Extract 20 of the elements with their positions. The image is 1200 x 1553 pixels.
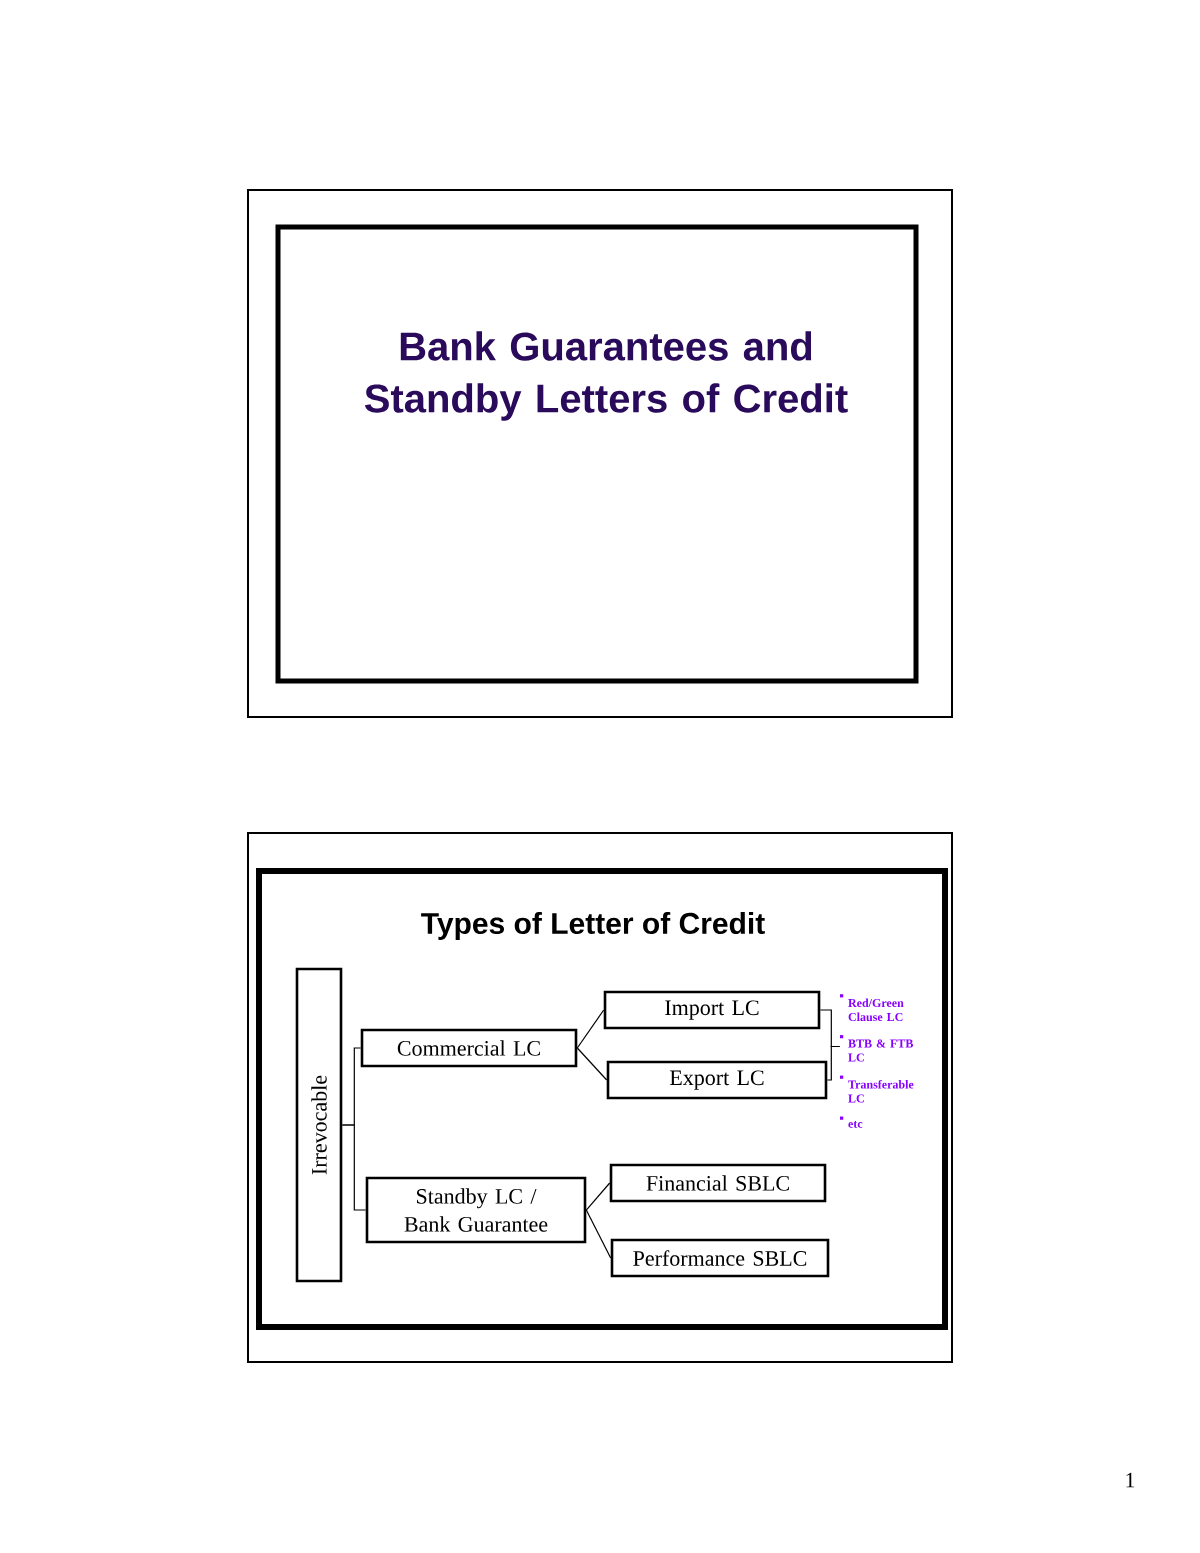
slide-title: Types of Letter of Credit xyxy=(421,912,765,940)
category-box: Export LC xyxy=(606,1060,828,1100)
bullet-item: etc xyxy=(840,1116,863,1128)
category-box: Commercial LC xyxy=(360,1028,578,1068)
connector-line xyxy=(576,1009,605,1049)
vertical-box: Irrevocable xyxy=(295,967,343,1283)
category-box: Standby LC / Bank Guarantee xyxy=(365,1176,587,1244)
bullet-item: Red/Green Clause LC xyxy=(840,994,904,1022)
connector-line xyxy=(576,1047,608,1081)
bullet-item: BTB & FTB LC xyxy=(840,1035,914,1062)
category-box: Import LC xyxy=(603,990,821,1030)
bullet-item: Transferable LC xyxy=(840,1075,914,1103)
slide-title: Bank Guarantees and Standby Letters of Credit xyxy=(364,331,848,421)
connector-line xyxy=(341,1124,367,1211)
page-number: 1 xyxy=(1126,1472,1135,1488)
connector-line xyxy=(826,1045,841,1081)
connector-line xyxy=(585,1209,612,1259)
category-box: Financial SBLC xyxy=(609,1163,827,1203)
connector-line xyxy=(585,1182,611,1211)
category-box: Performance SBLC xyxy=(610,1238,830,1278)
